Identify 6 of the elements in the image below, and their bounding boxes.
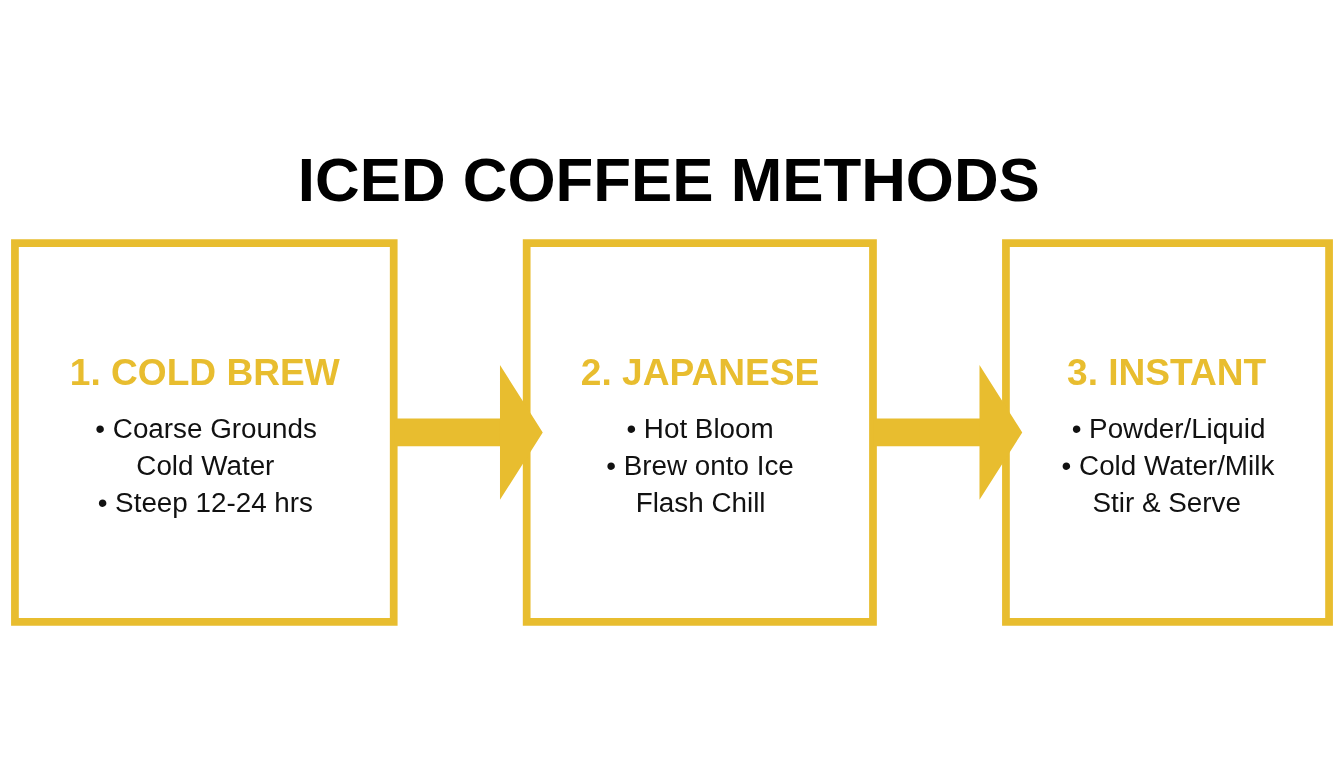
diagram-title: ICED COFFEE METHODS: [297, 144, 1040, 214]
node-box: 1. COLD BREW • Coarse Grounds Cold Water • Steep 12-24 hrs: [11, 238, 398, 626]
node-box: 3. INSTANT • Powder/Liquid • Cold Water/Milk Stir & Serve: [1002, 238, 1333, 626]
node-box: 2. JAPANESE • Hot Bloom • Brew onto Ice Flash Chill: [522, 238, 877, 626]
arrow: [394, 364, 543, 500]
arrow: [873, 364, 1023, 500]
